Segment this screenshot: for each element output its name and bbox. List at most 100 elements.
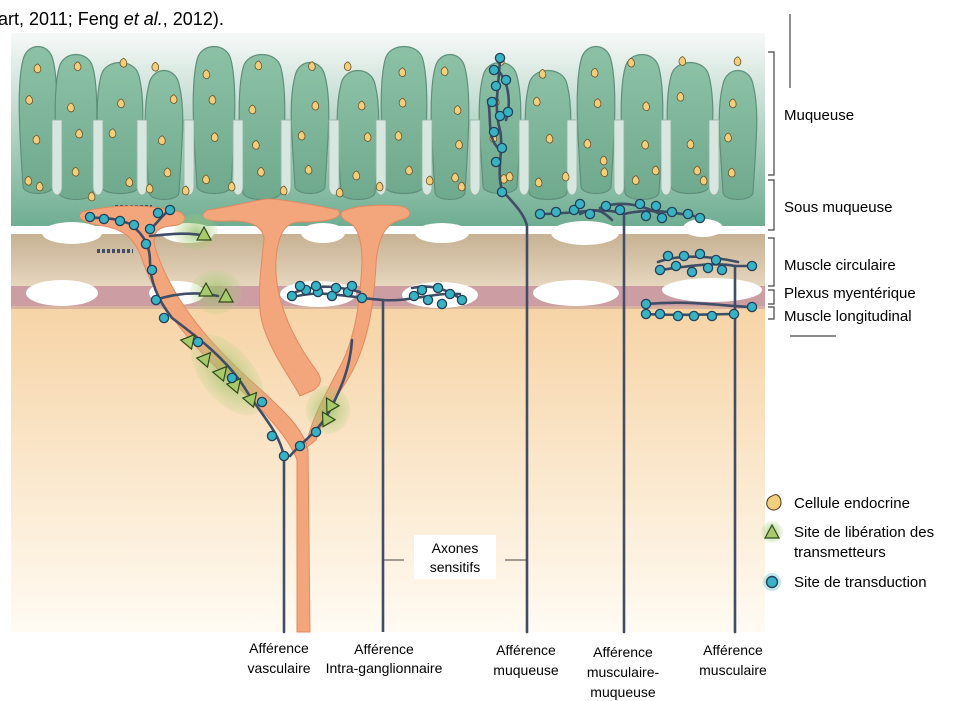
transduction-site [147,265,156,274]
endocrine-cell [211,133,218,142]
endocrine-cell [694,166,701,175]
transduction-site [575,199,584,208]
transduction-site [153,208,162,217]
transduction-site [551,207,560,216]
endocrine-cell [546,134,553,143]
transduction-site [437,299,446,308]
endocrine-cell [600,156,607,165]
transduction-site [287,291,296,300]
endocrine-cell [728,168,735,177]
transduction-site [85,212,94,221]
transduction-site [151,295,160,304]
crypt [709,120,719,195]
endocrine-cell [353,171,360,180]
transduction-site [601,201,610,210]
transduction-site [433,283,442,292]
endocrine-cell [258,167,265,176]
crypt [329,120,339,195]
transduction-site [679,251,688,260]
endocrine-cell [594,99,601,108]
endocrine-cell [255,61,262,70]
label-afference-mm-1: Afférence [593,644,653,660]
transduction-site [695,249,704,258]
layer-labels: Muqueuse Sous muqueuse Muscle circulaire… [784,107,916,325]
transduction-site [165,205,174,214]
crypt [233,120,243,195]
endocrine-cell [33,135,40,144]
endocrine-cell [68,103,75,112]
endocrine-cell [118,99,125,108]
transduction-site [503,107,512,116]
endocrine-cell [679,57,686,66]
transduction-site [489,65,498,74]
afferent-labels: Afférence vasculaire Afférence Intra-gan… [247,632,767,700]
endocrine-cell [506,172,513,181]
endocrine-cell [36,182,43,191]
endocrine-cell [203,175,210,184]
endocrine-cell [309,62,316,71]
transduction-site [667,207,676,216]
tissue-layers [11,33,765,632]
endocrine-cell [109,129,116,138]
endocrine-cell [182,186,189,195]
label-plexus-myenterique: Plexus myentérique [784,285,916,302]
endocrine-cell [249,105,256,114]
endocrine-cell [336,188,343,197]
crypt [52,120,62,195]
endocrine-cell [677,92,684,101]
transduction-site [673,311,682,320]
endocrine-cell [725,133,732,142]
villus [193,47,235,194]
endocrine-cell-icon [767,495,781,510]
villus [719,71,757,200]
endocrine-cell [399,68,406,77]
endocrine-cell [426,176,433,185]
label-muscle-longitudinal: Muscle longitudinal [784,308,912,325]
endocrine-cell [26,95,33,104]
endocrine-cell [601,168,608,177]
transduction-site [689,311,698,320]
transduction-site [141,239,150,248]
axones-label-line2: sensitifs [430,559,481,575]
endocrine-cell [364,133,371,142]
muscle-boundary-line [11,306,765,309]
transduction-site [687,267,696,276]
endocrine-cell [643,102,650,111]
transduction-site [497,143,506,152]
endocrine-cell [253,140,260,149]
villi [19,47,757,200]
label-afference-muqueuse-2: muqueuse [493,662,559,678]
label-sous-muqueuse: Sous muqueuse [784,199,892,216]
crypt [519,120,529,195]
transduction-site [535,209,544,218]
endocrine-cell [280,186,287,195]
endocrine-cell [652,166,659,175]
transduction-site [655,265,664,274]
transduction-site [295,281,304,290]
crypt [93,120,103,195]
endocrine-cell [158,136,165,145]
figure-caption: art, 2011; Feng et al., 2012). [0,9,224,29]
transduction-site [193,337,202,346]
endocrine-cell [72,167,79,176]
longitudinal-muscle-layer [11,308,765,632]
endocrine-cell [395,131,402,140]
transduction-site [423,295,432,304]
legend-release-line2: transmetteurs [794,544,886,561]
crypt [470,120,480,195]
villus [239,55,285,200]
endocrine-cell [358,101,365,110]
endocrine-cell [441,67,448,76]
transduction-site [671,261,680,270]
villus [97,63,143,194]
label-afference-vasculaire-1: Afférence [249,640,309,656]
label-afference-musculaire-1: Afférence [703,642,763,658]
endocrine-cell [164,168,171,177]
crypt [281,120,291,195]
endocrine-cell [456,140,463,149]
transduction-site [311,281,320,290]
transduction-site [417,285,426,294]
transduction-site [159,313,168,322]
transduction-site [717,265,726,274]
endocrine-cell [312,101,319,110]
